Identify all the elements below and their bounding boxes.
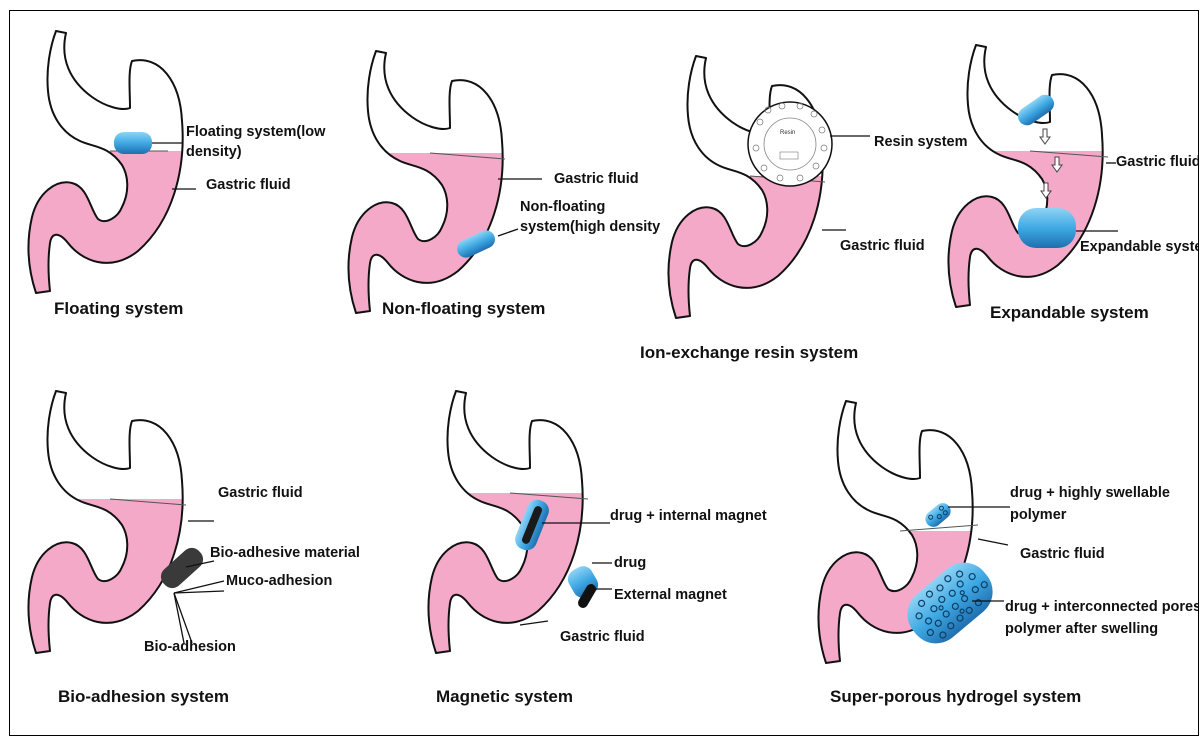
title-expandable-system: Expandable system <box>990 303 1149 322</box>
panel-non-floating: Gastric fluid Non-floating system(high d… <box>330 51 660 323</box>
label-hydrogel-fluid: Gastric fluid <box>1020 546 1105 562</box>
title-ion-exchange-system: Ion-exchange resin system <box>640 343 858 362</box>
label-bio-adhesion: Bio-adhesion <box>144 639 236 655</box>
title-floating-system: Floating system <box>54 299 183 318</box>
stomach-hydrogel <box>800 401 1000 701</box>
resin-inner-label: Resin <box>780 130 795 136</box>
label-expandable-system: Expandable system <box>1080 239 1199 255</box>
stomach-magnetic <box>410 391 610 663</box>
title-hydrogel-system: Super-porous hydrogel system <box>830 687 1081 706</box>
label-hydrogel-pores-2: polymer after swelling <box>1005 621 1158 637</box>
expanded-capsule <box>1018 208 1076 248</box>
stomach-ion-exchange <box>650 56 850 346</box>
swollen-hydrogel <box>897 552 1003 654</box>
label-bio-adhesion-fluid: Gastric fluid <box>218 485 303 501</box>
floating-capsule <box>114 132 152 154</box>
panel-floating: Floating system(low density) Gastric flu… <box>10 31 326 318</box>
label-bio-adhesive-material: Bio-adhesive material <box>210 545 360 561</box>
panel-ion-exchange: Resin Resin system Gastric fluid Ion-exc… <box>640 56 968 362</box>
stomach-non-floating <box>330 51 530 323</box>
title-non-floating-system: Non-floating system <box>382 299 545 318</box>
label-muco-adhesion: Muco-adhesion <box>226 573 332 589</box>
panel-magnetic: drug + internal magnet drug External mag… <box>410 391 767 706</box>
stomach-floating <box>10 31 210 311</box>
label-non-floating-system-1: Non-floating <box>520 199 605 215</box>
label-non-floating-fluid: Gastric fluid <box>554 171 639 187</box>
label-ion-exchange-fluid: Gastric fluid <box>840 238 925 254</box>
small-hydrogel-capsule <box>922 500 954 530</box>
small-capsule-expandable <box>1014 91 1057 129</box>
resin-particle: Resin <box>748 102 832 186</box>
label-resin-system: Resin system <box>874 134 968 150</box>
stomach-bio-adhesion <box>10 391 210 669</box>
label-floating-system-1: Floating system(low <box>186 124 326 140</box>
label-non-floating-system-2: system(high density <box>520 219 660 235</box>
figure-canvas: Floating system(low density) Gastric flu… <box>10 11 1199 736</box>
label-hydrogel-drug-1: drug + highly swellable <box>1010 485 1170 501</box>
stomach-expandable <box>930 45 1130 321</box>
figure-frame: Floating system(low density) Gastric flu… <box>9 10 1199 736</box>
label-external-magnet: External magnet <box>614 587 727 603</box>
panel-hydrogel: drug + highly swellable polymer Gastric … <box>800 401 1199 706</box>
label-floating-fluid: Gastric fluid <box>206 177 291 193</box>
label-hydrogel-pores-1: drug + interconnected pores <box>1005 599 1199 615</box>
label-magnetic-fluid: Gastric fluid <box>560 629 645 645</box>
panel-expandable: Gastric fluid Expandable system Expandab… <box>930 45 1199 322</box>
label-hydrogel-drug-2: polymer <box>1010 507 1067 523</box>
label-expandable-fluid: Gastric fluid <box>1116 154 1199 170</box>
label-floating-system-2: density) <box>186 144 242 160</box>
label-drug: drug <box>614 555 646 571</box>
gastric-fluid-ion-exchange <box>650 176 850 346</box>
panel-bio-adhesion: Gastric fluid Bio-adhesive material Muco… <box>10 391 360 706</box>
title-bio-adhesion-system: Bio-adhesion system <box>58 687 229 706</box>
title-magnetic-system: Magnetic system <box>436 687 573 706</box>
label-internal-magnet: drug + internal magnet <box>610 508 767 524</box>
